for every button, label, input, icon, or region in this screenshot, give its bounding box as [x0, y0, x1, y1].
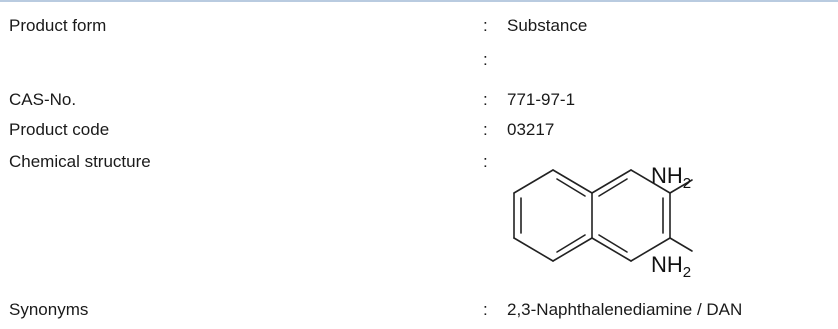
field-colon: :: [483, 90, 488, 109]
field-label: Chemical structure: [9, 152, 151, 171]
field-row-chemical-structure: Chemical structure :: [0, 150, 838, 174]
field-label: Synonyms: [9, 300, 89, 319]
field-colon: :: [483, 120, 488, 139]
double-bond-inner: [556, 234, 586, 253]
field-colon: :: [483, 300, 488, 319]
field-colon: :: [483, 152, 488, 171]
field-row-cas-no: CAS-No. : 771-97-1: [0, 88, 838, 112]
field-label: Product code: [9, 120, 110, 139]
amine-group-bottom: NH2: [651, 252, 692, 281]
field-row-blank: :: [0, 48, 838, 72]
bond: [591, 237, 632, 262]
field-value: 771-97-1: [507, 90, 576, 109]
top-divider: [0, 0, 838, 2]
bond: [513, 237, 554, 262]
field-value: 03217: [507, 120, 555, 139]
amine-group-top: NH2: [651, 163, 692, 192]
double-bond-inner: [598, 234, 628, 253]
double-bond-inner: [556, 178, 586, 197]
field-colon: :: [483, 16, 488, 35]
naphthalene-ring-drawing: [513, 169, 693, 262]
field-row-product-code: Product code : 03217: [0, 118, 838, 142]
field-label: Product form: [9, 16, 107, 35]
bond: [591, 169, 632, 194]
field-value: 2,3-Naphthalenediamine / DAN: [507, 300, 743, 319]
chemical-structure-diagram: NH2 NH2: [500, 158, 790, 290]
bond: [630, 169, 671, 194]
bond: [552, 169, 593, 194]
bond-to-amine-top: [669, 179, 693, 194]
double-bond-inner: [598, 178, 628, 197]
bond: [513, 169, 554, 194]
bond-to-amine-bottom: [669, 237, 693, 252]
field-row-product-form: Product form : Substance: [0, 14, 838, 38]
field-row-synonyms: Synonyms : 2,3-Naphthalenediamine / DAN: [0, 298, 838, 322]
field-label: CAS-No.: [9, 90, 77, 109]
field-value: Substance: [507, 16, 588, 35]
bond: [552, 237, 593, 262]
bond: [630, 237, 671, 262]
field-colon: :: [483, 50, 488, 69]
